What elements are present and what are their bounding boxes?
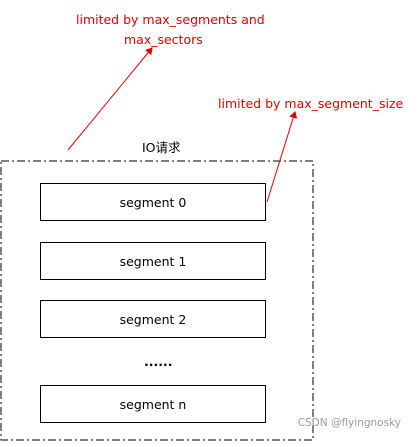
arrow-to-max-segments	[67, 47, 153, 151]
annotation-max-segments-line2: max_sectors	[124, 32, 203, 47]
arrow-to-max-segment-size	[266, 111, 298, 203]
annotation-max-segments-line1: limited by max_segments and	[76, 12, 265, 27]
segment-box-1: segment 1	[40, 242, 266, 280]
io-request-label: IO请求	[142, 140, 181, 155]
segment-box-n: segment n	[40, 385, 266, 423]
segment-box-0: segment 0	[40, 183, 266, 221]
watermark-text: CSDN @flyingnosky	[297, 417, 401, 429]
annotation-max-segment-size: limited by max_segment_size	[218, 96, 404, 111]
segment-ellipsis: ......	[144, 354, 173, 369]
io-request-group-box	[0, 160, 314, 441]
segment-box-2: segment 2	[40, 300, 266, 338]
